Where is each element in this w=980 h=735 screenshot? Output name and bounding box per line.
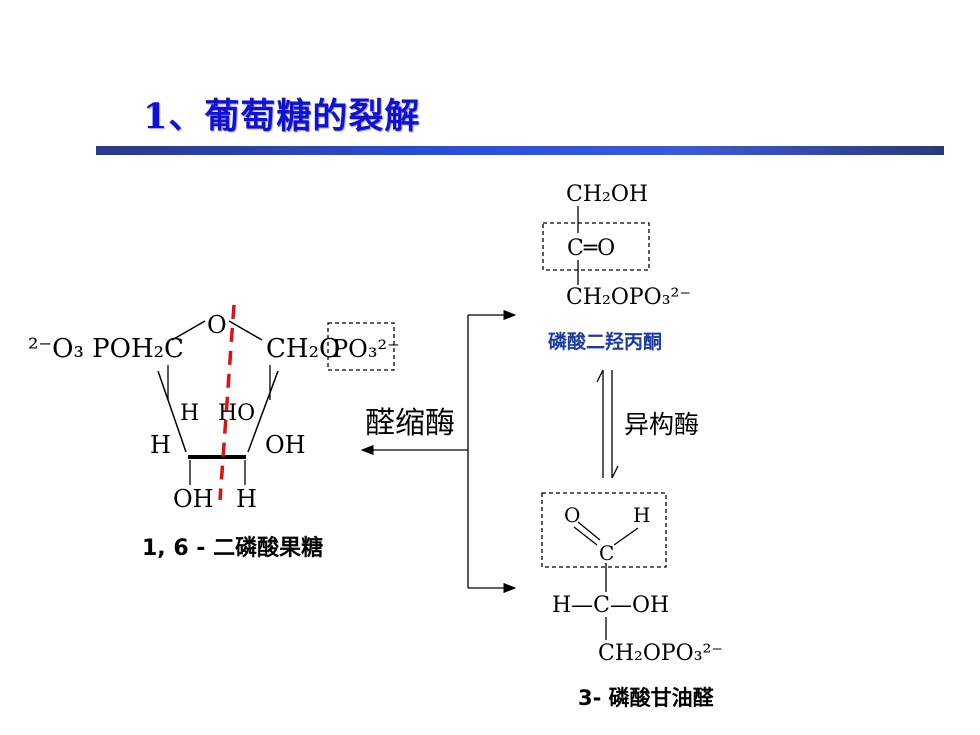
fructose-left-group: ²⁻O₃ POH₂C — [28, 334, 184, 364]
ring-bond — [247, 370, 279, 453]
fructose-h-top-left: H — [180, 401, 199, 426]
g3p-aldehyde-o: O — [564, 503, 580, 527]
cleavage-cut-line — [218, 304, 236, 501]
ring-bond — [171, 320, 206, 341]
g3p-middle: H—C—OH — [552, 593, 669, 618]
g3p-aldehyde-c: C — [599, 541, 614, 565]
fructose-h-left: H — [150, 431, 171, 459]
isomerase-label: 异构酶 — [624, 410, 699, 439]
title-underline-bar — [96, 146, 944, 155]
fructose-bisphosphate-structure: ²⁻O₃ POH₂C O CH₂O PO₃²⁻ H HO H OH OH H 1… — [28, 304, 400, 561]
ring-bond — [157, 370, 187, 453]
dhap-name: 磷酸二羟丙酮 — [548, 330, 662, 353]
fructose-ho-top-right: HO — [218, 401, 255, 426]
fructose-name: 1, 6 - 二磷酸果糖 — [142, 535, 323, 561]
fructose-right-group: CH₂O — [266, 334, 340, 364]
fructose-ring-oxygen: O — [207, 311, 227, 339]
aldolase-label: 醛缩酶 — [365, 406, 455, 441]
dhap-bottom-group: CH₂OPO₃²⁻ — [566, 285, 691, 310]
g3p-structure: O H C H—C—OH CH₂OPO₃²⁻ 3- 磷酸甘油醛 — [541, 492, 723, 710]
g3p-name: 3- 磷酸甘油醛 — [578, 686, 715, 710]
dhap-carbonyl-box — [542, 222, 650, 271]
ring-bond — [228, 320, 263, 341]
slide-title: 1、葡萄糖的裂解 — [143, 96, 421, 137]
dhap-structure: CH₂OH C═O CH₂OPO₃²⁻ 磷酸二羟丙酮 — [542, 182, 691, 353]
g3p-aldehyde-box — [541, 492, 667, 568]
fructose-oh-right: OH — [265, 431, 306, 459]
g3p-aldehyde-h: H — [633, 503, 650, 527]
dhap-carbonyl: C═O — [567, 236, 615, 261]
fructose-phosphate: PO₃²⁻ — [332, 335, 400, 363]
g3p-bottom-group: CH₂OPO₃²⁻ — [598, 641, 723, 666]
fructose-oh-bottom: OH — [173, 485, 214, 513]
isomerase-equilibrium-arrows — [596, 369, 619, 479]
aldolase-arrows — [360, 309, 517, 594]
fructose-h-bottom: H — [236, 485, 257, 513]
dhap-top-group: CH₂OH — [566, 182, 648, 207]
